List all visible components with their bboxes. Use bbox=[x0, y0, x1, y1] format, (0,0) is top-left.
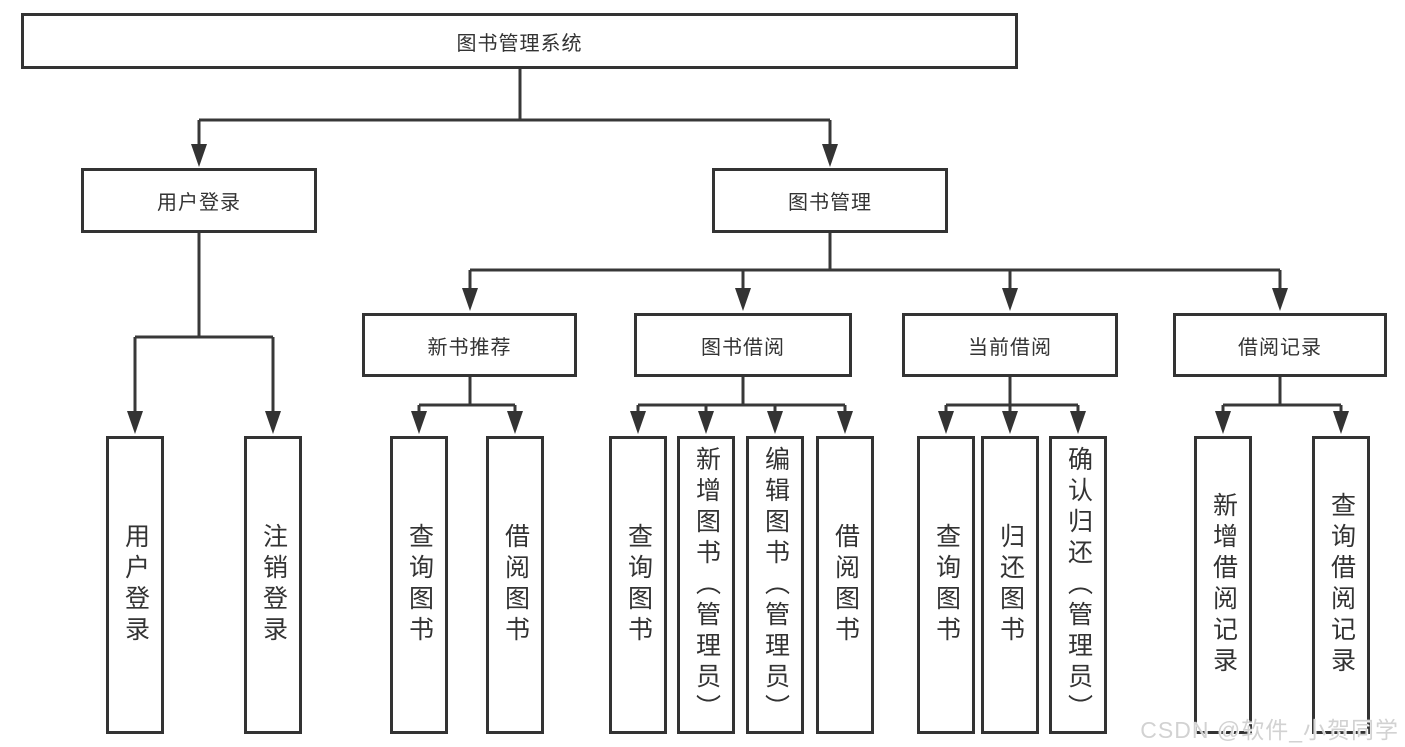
leaf-query-books-borrow: 查询图书 bbox=[609, 436, 667, 734]
leaf-label: 新增图书（管理员） bbox=[692, 445, 721, 725]
node-label: 新书推荐 bbox=[427, 336, 512, 359]
leaf-label: 确认归还（管理员） bbox=[1064, 445, 1093, 725]
node-label: 图书借阅 bbox=[701, 336, 785, 359]
leaf-query-books-current: 查询图书 bbox=[917, 436, 975, 734]
node-new-book-recommend: 新书推荐 bbox=[362, 313, 577, 377]
csdn-watermark: CSDN @软件_小贺同学 bbox=[1140, 717, 1399, 743]
leaf-add-books-admin: 新增图书（管理员） bbox=[677, 436, 735, 734]
leaf-label: 查询图书 bbox=[624, 523, 653, 647]
node-user-login: 用户登录 bbox=[81, 168, 317, 233]
leaf-label: 编辑图书（管理员） bbox=[761, 445, 790, 725]
leaf-label: 归还图书 bbox=[996, 523, 1025, 647]
node-current-borrow: 当前借阅 bbox=[902, 313, 1118, 377]
leaf-confirm-return-admin: 确认归还（管理员） bbox=[1049, 436, 1107, 734]
arrow-down-icons bbox=[127, 144, 1349, 434]
node-label: 用户登录 bbox=[157, 192, 241, 214]
leaf-label: 借阅图书 bbox=[831, 523, 860, 647]
node-library-management-system: 图书管理系统 bbox=[21, 13, 1018, 69]
leaf-edit-books-admin: 编辑图书（管理员） bbox=[746, 436, 804, 734]
leaf-query-books-recommend: 查询图书 bbox=[390, 436, 448, 734]
node-label: 当前借阅 bbox=[968, 336, 1052, 359]
node-book-borrow: 图书借阅 bbox=[634, 313, 852, 377]
node-borrow-records: 借阅记录 bbox=[1173, 313, 1387, 377]
node-label: 图书管理 bbox=[788, 192, 872, 214]
leaf-label: 新增借阅记录 bbox=[1209, 492, 1238, 678]
leaf-label: 查询图书 bbox=[405, 523, 434, 647]
leaf-label: 查询图书 bbox=[932, 523, 961, 647]
leaf-label: 用户登录 bbox=[121, 523, 150, 647]
leaf-logout: 注销登录 bbox=[244, 436, 302, 734]
leaf-add-borrow-record: 新增借阅记录 bbox=[1194, 436, 1252, 734]
leaf-label: 借阅图书 bbox=[501, 523, 530, 647]
leaf-label: 查询借阅记录 bbox=[1327, 492, 1356, 678]
node-book-management: 图书管理 bbox=[712, 168, 948, 233]
node-label: 图书管理系统 bbox=[456, 32, 583, 55]
leaf-return-books: 归还图书 bbox=[981, 436, 1039, 734]
node-label: 借阅记录 bbox=[1238, 336, 1322, 359]
leaf-borrow-books: 借阅图书 bbox=[816, 436, 874, 734]
leaf-borrow-books-recommend: 借阅图书 bbox=[486, 436, 544, 734]
leaf-user-login: 用户登录 bbox=[106, 436, 164, 734]
leaf-label: 注销登录 bbox=[259, 523, 288, 647]
tree-edges bbox=[133, 69, 1343, 418]
leaf-query-borrow-record: 查询借阅记录 bbox=[1312, 436, 1370, 734]
